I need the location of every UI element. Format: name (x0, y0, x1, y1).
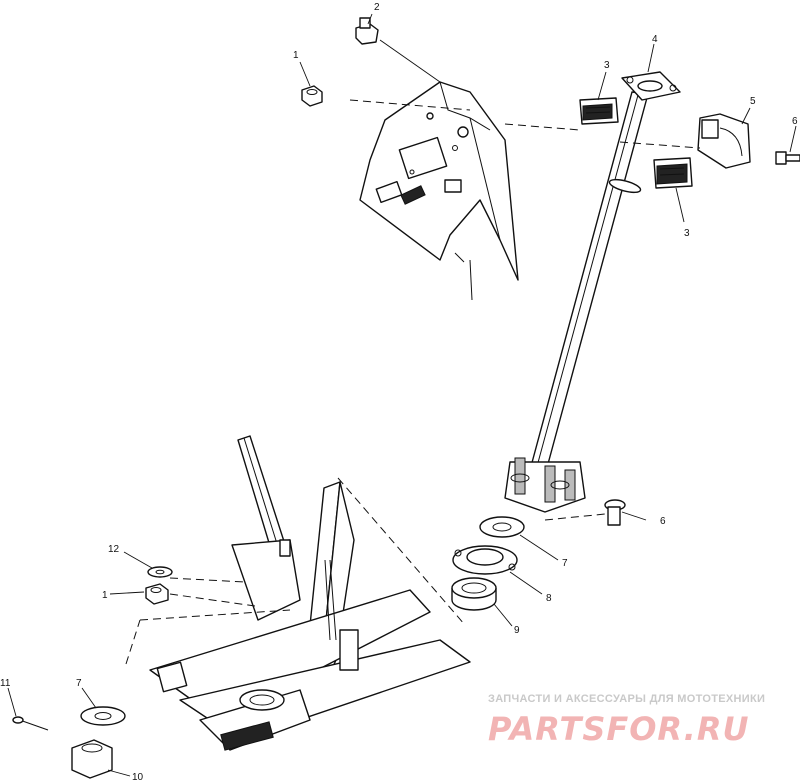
callout-10: 10 (132, 772, 144, 782)
watermark: ЗАПЧАСТИ И АКСЕССУАРЫ ДЛЯ МОТОТЕХНИКИ PA… (488, 693, 765, 748)
callout-9: 9 (514, 625, 520, 636)
washer-bottom (80, 706, 126, 726)
nut-top (301, 85, 323, 107)
nut-2 (355, 17, 379, 45)
callout-1-bottom: 1 (102, 590, 108, 601)
bolt-bottom (604, 499, 626, 526)
callout-12: 12 (108, 544, 120, 555)
callout-2: 2 (374, 2, 380, 13)
bushing-lower (653, 157, 693, 189)
callout-3-top: 3 (604, 60, 610, 71)
bolt-top (775, 151, 800, 165)
nut-bottom (145, 583, 169, 605)
callout-7-bottom: 7 (76, 678, 82, 689)
alignment-lines (125, 99, 701, 665)
callout-7-mid: 7 (562, 558, 568, 569)
callout-5: 5 (750, 96, 756, 107)
cotter-pin (12, 716, 49, 731)
upper-mounting-plate (359, 81, 519, 301)
callout-4: 4 (652, 34, 658, 45)
lower-frame (149, 435, 471, 751)
callout-6-top: 6 (792, 116, 798, 127)
bushing-upper (579, 97, 619, 125)
watermark-tagline: ЗАПЧАСТИ И АКСЕССУАРЫ ДЛЯ МОТОТЕХНИКИ (488, 693, 765, 705)
watermark-brand: PARTSFOR.RU (488, 710, 749, 748)
bushing-9 (451, 577, 497, 611)
callout-1-top: 1 (293, 50, 299, 61)
washer-mid (479, 516, 525, 538)
steering-bracket (697, 113, 751, 169)
callout-6-bottom: 6 (660, 516, 666, 527)
washer-12 (147, 566, 173, 578)
castle-nut (71, 739, 113, 779)
steering-post (504, 71, 681, 513)
leader-lines (7, 13, 797, 777)
bearing-flange (452, 545, 518, 575)
callout-8: 8 (546, 593, 552, 604)
callout-3-bottom: 3 (684, 228, 690, 239)
callout-11: 11 (0, 678, 11, 689)
